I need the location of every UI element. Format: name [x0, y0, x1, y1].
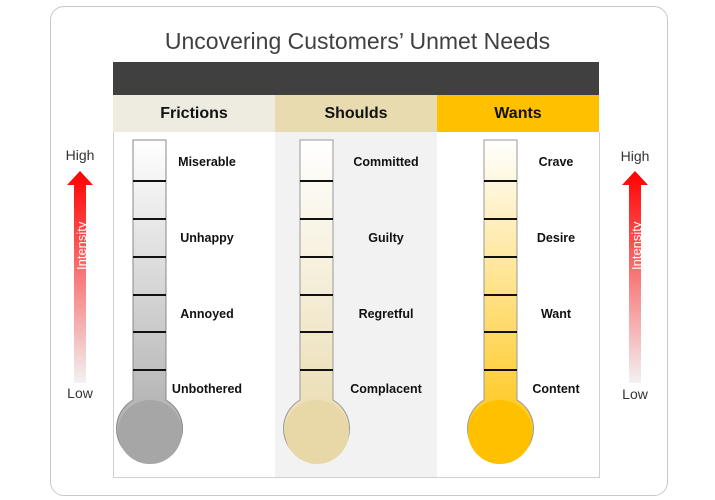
- high-label-right: High: [620, 148, 650, 164]
- level-label: Want: [540, 307, 572, 321]
- slide-frame: [50, 6, 668, 496]
- level-label: Desire: [536, 231, 576, 245]
- level-label: Complacent: [350, 382, 422, 396]
- low-label-left: Low: [67, 385, 93, 401]
- page-title: Uncovering Customers’ Unmet Needs: [164, 28, 551, 54]
- high-label-left: High: [65, 147, 95, 163]
- intensity-arrow-right: Intensity: [622, 171, 648, 383]
- header-shoulds: Shoulds: [275, 95, 437, 132]
- level-label: Annoyed: [180, 307, 234, 321]
- level-label: Regretful: [358, 307, 414, 321]
- thermometer-shoulds: [283, 139, 350, 464]
- header-wants: Wants: [437, 95, 599, 132]
- low-label-right: Low: [622, 386, 648, 402]
- level-label: Content: [532, 382, 580, 396]
- header-frictions: Frictions: [113, 95, 275, 132]
- intensity-label-left: Intensity: [74, 221, 89, 270]
- level-label: Miserable: [178, 155, 236, 169]
- level-label: Unhappy: [180, 231, 234, 245]
- level-label: Crave: [538, 155, 574, 169]
- level-label: Committed: [353, 155, 419, 169]
- level-label: Unbothered: [171, 382, 243, 396]
- thermometer-wants: [467, 139, 534, 464]
- level-label: Guilty: [368, 231, 404, 245]
- intensity-arrow-left: Intensity: [67, 171, 93, 383]
- header-bar: [113, 62, 599, 95]
- thermometer-frictions: [116, 139, 183, 464]
- intensity-label-right: Intensity: [629, 221, 644, 270]
